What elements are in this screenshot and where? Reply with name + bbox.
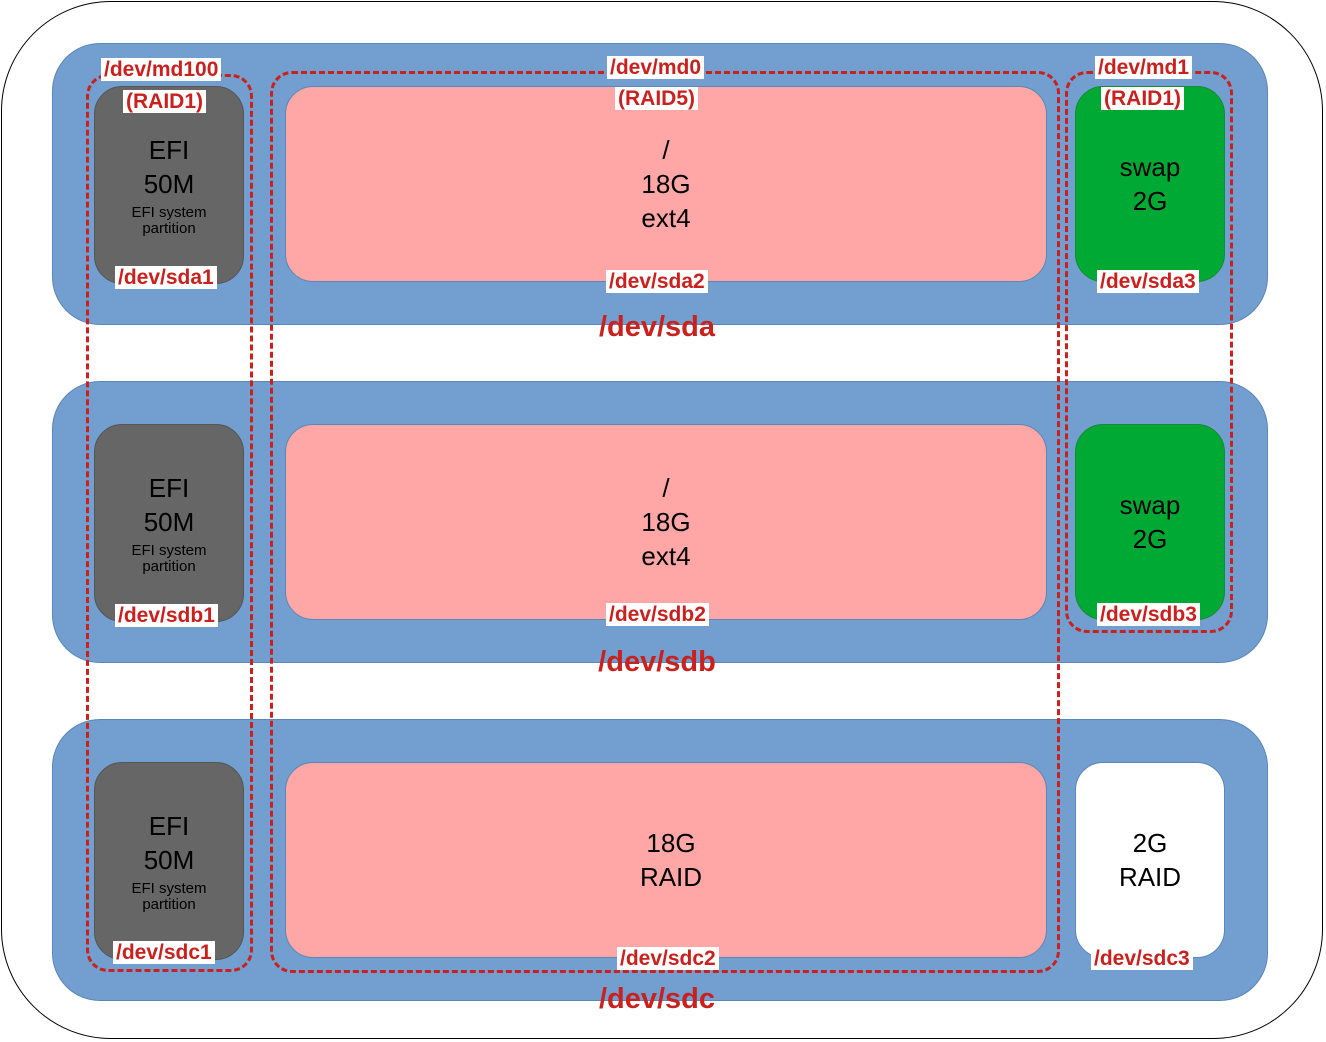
efi-name: EFI xyxy=(148,135,190,165)
swap-size: 2G xyxy=(1132,524,1168,554)
raid-partition-sdc3: 2G RAID xyxy=(1075,762,1225,958)
array-level-md100: (RAID1) xyxy=(123,90,206,113)
root-mount: / xyxy=(662,135,670,165)
raid-size: 2G xyxy=(1132,828,1168,858)
array-level-md0: (RAID5) xyxy=(615,87,698,110)
swap-name: swap xyxy=(1119,490,1181,520)
raid-outline-md100 xyxy=(86,74,253,972)
raid-partition-sdc2: 18G RAID xyxy=(285,762,1047,958)
partition-label-sdc1: /dev/sdc1 xyxy=(113,941,215,964)
swap-size: 2G xyxy=(1132,186,1168,216)
swap-name: swap xyxy=(1119,152,1181,182)
partition-label-sda3: /dev/sda3 xyxy=(1097,270,1199,293)
partition-label-sdb3: /dev/sdb3 xyxy=(1097,603,1200,626)
root-partition-sdb2: / 18G ext4 xyxy=(285,424,1047,620)
efi-partition-sdb1: EFI 50M EFI system partition xyxy=(94,424,244,622)
efi-desc: EFI system partition xyxy=(131,880,207,913)
partition-label-sdb1: /dev/sdb1 xyxy=(115,604,218,627)
partition-label-sda1: /dev/sda1 xyxy=(115,266,217,289)
disk-label-sdb: /dev/sdb xyxy=(598,646,716,678)
swap-partition-sdb3: swap 2G xyxy=(1075,424,1225,620)
disk-label-sda: /dev/sda xyxy=(598,311,716,343)
root-mount: / xyxy=(662,473,670,503)
partition-label-sda2: /dev/sda2 xyxy=(606,270,708,293)
partition-label-sdc2: /dev/sdc2 xyxy=(617,947,719,970)
array-label-md1: /dev/md1 xyxy=(1095,56,1193,79)
partition-label-sdc3: /dev/sdc3 xyxy=(1091,947,1193,970)
efi-desc: EFI system partition xyxy=(131,542,207,575)
root-size: 18G xyxy=(641,507,691,537)
efi-partition-sdc1: EFI 50M EFI system partition xyxy=(94,762,244,960)
root-fs: ext4 xyxy=(641,203,691,233)
efi-size: 50M xyxy=(143,169,195,199)
raid-size: 18G xyxy=(646,828,696,858)
root-size: 18G xyxy=(641,169,691,199)
efi-name: EFI xyxy=(148,811,190,841)
efi-desc: EFI system partition xyxy=(131,204,207,237)
array-label-md100: /dev/md100 xyxy=(101,58,222,81)
efi-size: 50M xyxy=(143,845,195,875)
efi-name: EFI xyxy=(148,473,190,503)
array-level-md1: (RAID1) xyxy=(1101,87,1184,110)
raid-outline-md1 xyxy=(1065,71,1233,633)
root-fs: ext4 xyxy=(641,541,691,571)
partition-label-sdb2: /dev/sdb2 xyxy=(606,603,709,626)
raid-outline-md0 xyxy=(270,71,1060,973)
swap-partition-sda3: swap 2G xyxy=(1075,86,1225,282)
array-label-md0: /dev/md0 xyxy=(607,56,705,79)
disk-label-sdc: /dev/sdc xyxy=(598,983,716,1015)
raid-type: RAID xyxy=(639,862,703,892)
efi-size: 50M xyxy=(143,507,195,537)
raid-type: RAID xyxy=(1118,862,1182,892)
